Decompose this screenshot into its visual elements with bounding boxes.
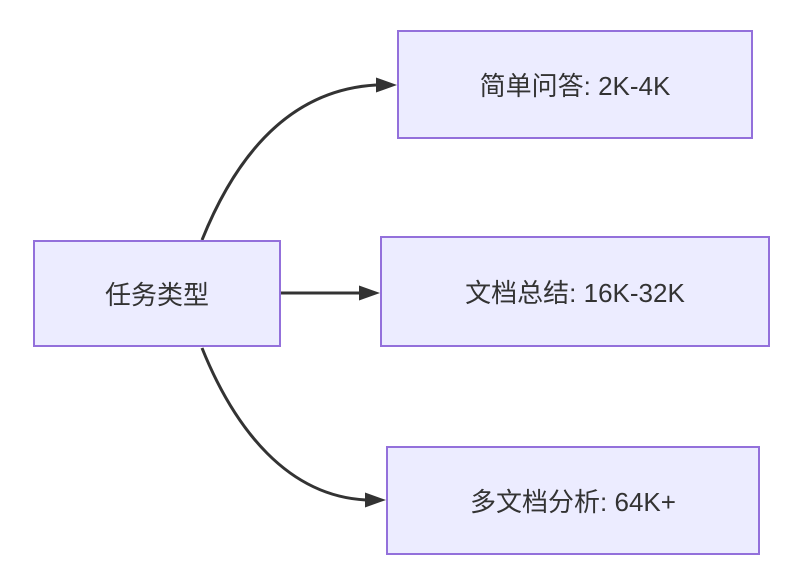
arrowhead-icon	[376, 77, 397, 93]
node-simple-qa: 简单问答: 2K-4K	[397, 30, 753, 139]
edge-root-to-multi-doc	[200, 347, 386, 508]
edge-line	[200, 83, 377, 241]
node-task-type: 任务类型	[33, 240, 281, 347]
node-task-type-label: 任务类型	[104, 280, 209, 310]
arrowhead-icon	[365, 492, 386, 508]
edge-root-to-simple-qa	[200, 77, 397, 241]
node-simple-qa-label: 简单问答: 2K-4K	[479, 71, 671, 101]
node-multi-doc-analysis: 多文档分析: 64K+	[386, 446, 760, 555]
edge-line	[200, 347, 367, 502]
node-doc-summary: 文档总结: 16K-32K	[380, 236, 770, 347]
node-multi-doc-analysis-label: 多文档分析: 64K+	[470, 487, 676, 517]
arrowhead-icon	[359, 285, 380, 301]
edge-root-to-doc-summary	[281, 285, 380, 301]
node-doc-summary-label: 文档总结: 16K-32K	[465, 278, 685, 308]
